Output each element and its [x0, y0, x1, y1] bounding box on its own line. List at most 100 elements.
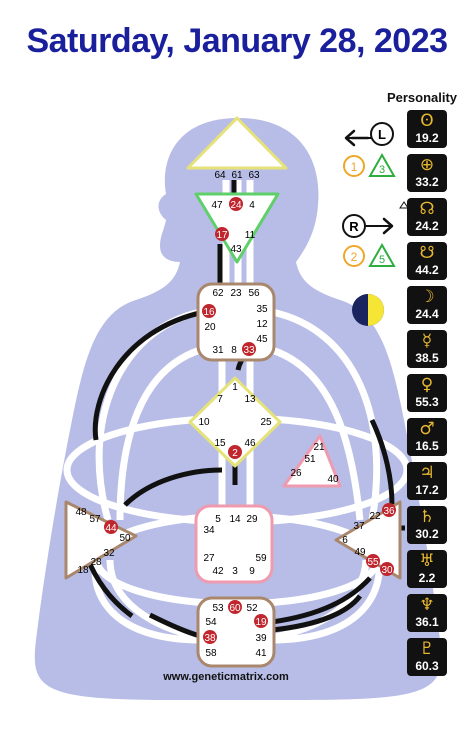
heart-gate: 51 — [304, 454, 316, 465]
mars-icon: ♂ — [419, 419, 435, 439]
root-gate: 53 — [212, 603, 224, 614]
sacral-gate: 3 — [232, 566, 238, 577]
right-circle-number: 2 — [351, 250, 358, 264]
sacral-center — [194, 504, 274, 584]
sacral-gate: 42 — [212, 566, 224, 577]
root-gate: 39 — [255, 633, 267, 644]
ajna-gate-active — [215, 227, 229, 241]
solar-plexus-gate: 49 — [354, 547, 366, 558]
solar-plexus-gate-active — [382, 503, 396, 517]
planet-gate: 30.2 — [415, 527, 439, 541]
throat-gate: 56 — [248, 288, 260, 299]
left-triangle-icon — [368, 152, 396, 177]
solar-plexus-gate: 36 — [383, 506, 395, 517]
root-gate: 41 — [255, 648, 267, 659]
throat-gate: 31 — [212, 345, 224, 356]
planet-gate: 2.2 — [418, 571, 436, 585]
spleen-gate: 57 — [89, 514, 101, 525]
spleen-gate: 48 — [75, 507, 87, 518]
throat-gate: 45 — [256, 334, 268, 345]
sun-icon: ʘ — [420, 111, 434, 131]
solar-plexus-gate-active — [366, 554, 380, 568]
left-triangle-number: 3 — [379, 164, 385, 176]
planet-gate: 17.2 — [415, 483, 439, 497]
exaltation-marker-icon — [399, 201, 409, 209]
sacral-gate: 59 — [255, 553, 267, 564]
g-gate: 46 — [244, 438, 256, 449]
moon-phase-icon — [352, 294, 384, 326]
planet-gate: 38.5 — [415, 351, 439, 365]
solar-plexus-gate: 30 — [381, 565, 393, 576]
root-gate-active — [228, 600, 242, 614]
head-center — [186, 116, 288, 170]
planet-gate: 55.3 — [415, 395, 439, 409]
g-center — [188, 376, 282, 468]
g-gate: 15 — [214, 438, 226, 449]
planet-gate: 19.2 — [415, 131, 439, 145]
heart-gate: 26 — [290, 468, 302, 479]
spleen-center — [64, 500, 138, 580]
throat-gate: 62 — [212, 288, 224, 299]
root-gate: 54 — [205, 617, 217, 628]
throat-gate: 33 — [243, 345, 255, 356]
throat-gate: 16 — [203, 307, 215, 318]
g-gate: 7 — [217, 394, 223, 405]
throat-gate: 23 — [230, 288, 242, 299]
uranus-icon: ♅ — [419, 551, 435, 571]
root-center — [196, 596, 276, 668]
g-gate: 1 — [232, 382, 238, 393]
solar-plexus-gate: 6 — [342, 535, 348, 546]
root-gate: 60 — [229, 603, 241, 614]
right-circle-icon — [343, 245, 365, 267]
ajna-gate: 11 — [245, 230, 256, 241]
planet-box: ☋44.2 — [407, 242, 447, 280]
left-arrow-letter: L — [378, 127, 386, 142]
heart-gate: 40 — [327, 474, 339, 485]
north-node-icon: ☊ — [419, 199, 435, 219]
right-arrow-icon: R — [342, 214, 394, 238]
planet-gate: 36.1 — [415, 615, 439, 629]
spleen-gate: 50 — [119, 533, 131, 544]
page-title: Saturday, January 28, 2023 — [26, 22, 448, 60]
root-gate: 58 — [205, 648, 217, 659]
saturn-icon: ♄ — [419, 507, 435, 527]
g-gate: 10 — [198, 417, 210, 428]
head-gate: 61 — [231, 170, 243, 181]
planet-gate: 24.4 — [415, 307, 439, 321]
planet-gate: 24.2 — [415, 219, 439, 233]
root-gate: 19 — [255, 617, 267, 628]
sacral-gate: 14 — [229, 514, 241, 525]
planet-box: ♆36.1 — [407, 594, 447, 632]
ajna-gate: 24 — [230, 200, 242, 211]
jupiter-icon: ♃ — [419, 463, 435, 483]
ajna-center — [194, 192, 280, 264]
earth-icon: ⊕ — [419, 155, 435, 175]
left-arrow-icon: L — [344, 122, 394, 147]
active-channels — [83, 180, 405, 639]
root-gate-active — [203, 630, 217, 644]
ajna-gate: 47 — [211, 200, 223, 211]
footer-url: www.geneticmatrix.com — [162, 671, 289, 683]
sacral-gate: 34 — [203, 525, 215, 536]
solar-plexus-gate: 22 — [369, 511, 381, 522]
planet-box: ♃17.2 — [407, 462, 447, 500]
south-node-icon: ☋ — [419, 243, 435, 263]
planet-box: ⊕33.2 — [407, 154, 447, 192]
head-gate: 64 — [214, 170, 226, 181]
solar-plexus-gate: 37 — [353, 521, 365, 532]
heart-center — [282, 434, 342, 488]
throat-gate: 35 — [256, 304, 268, 315]
ajna-gate-active — [229, 197, 243, 211]
planet-box: ♂16.5 — [407, 418, 447, 456]
throat-gate: 20 — [204, 322, 216, 333]
sacral-gate: 27 — [203, 553, 215, 564]
root-gate: 52 — [246, 603, 258, 614]
planet-box: ♅2.2 — [407, 550, 447, 588]
spleen-gate-active — [104, 520, 118, 534]
right-triangle-number: 5 — [379, 254, 385, 266]
mercury-icon: ☿ — [421, 331, 433, 351]
throat-gate-active — [242, 342, 256, 356]
left-circle-icon — [343, 155, 365, 177]
planet-gate: 60.3 — [415, 659, 439, 673]
